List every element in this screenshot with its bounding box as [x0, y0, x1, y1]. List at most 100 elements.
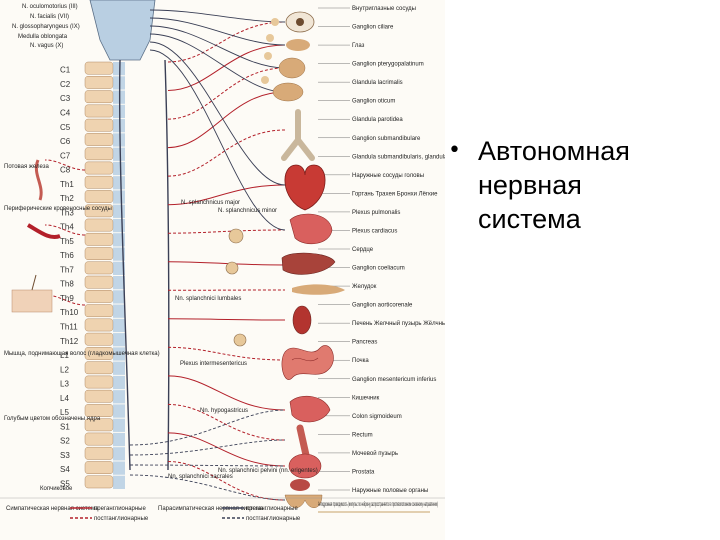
cord-segment-Th12	[113, 333, 125, 347]
brainstem-shape	[89, 0, 156, 61]
stomach-organ	[289, 213, 333, 245]
cord-segment-Th11	[113, 318, 125, 333]
nerve-fibers	[44, 7, 350, 501]
vertebra-C2	[84, 76, 114, 89]
label-medulla: Medulla oblongata	[18, 34, 68, 40]
symp-fiber-0	[167, 21, 286, 63]
label-pulmonalis: Plexus pulmonalis	[352, 210, 400, 216]
cord-segment-S3	[113, 447, 125, 461]
para-cranial-fiber-4	[149, 41, 286, 186]
label-splanchnic-minor: N. splanchnicus minor	[218, 208, 277, 214]
segment-label-C3: C3	[60, 94, 71, 103]
symp-fiber-10	[167, 346, 286, 361]
segment-label-C1: C1	[60, 66, 71, 75]
label-mesentericum: Ganglion mesentericum inferius	[352, 377, 436, 383]
label-hair-muscle: Мышца, поднимающая волос (гладкомышечная…	[4, 351, 160, 357]
segment-label-C5: C5	[60, 123, 71, 132]
para-cranial-fiber-5	[149, 49, 286, 231]
label-splanchnic-pelvini: Nn. splanchnici pelvini (nn. erigentes)	[218, 468, 318, 474]
label-cardiacus: Plexus cardiacus	[352, 228, 397, 234]
symp-fiber-2	[167, 67, 286, 120]
pancreas-organ	[292, 284, 345, 295]
label-aorticorenale: Ganglion aorticorenale	[352, 303, 413, 309]
vertebra-S3	[84, 446, 114, 460]
label-pterygo: Ganglion pterygopalatinum	[352, 62, 424, 68]
ciliary-ganglion	[271, 18, 279, 26]
symp-fiber-13	[167, 432, 286, 467]
segment-label-C8: C8	[60, 166, 71, 175]
cord-segment-C4	[113, 104, 125, 119]
cord-segment-S2	[113, 432, 125, 447]
vertebra-Th8	[84, 275, 114, 289]
legend-para-pre: преганглионарные	[246, 506, 298, 512]
cord-segment-Th7	[113, 261, 125, 275]
label-bladder: Мочевой пузырь	[352, 450, 398, 457]
prostate-organ	[290, 479, 310, 491]
vertebra-C4	[84, 104, 114, 118]
autonomic-nervous-system-diagram: N. oculomotorius (III) N. facialis (VII)…	[0, 0, 445, 522]
para-sacral-fiber-0	[129, 409, 286, 446]
para-sacral-fiber-1	[129, 439, 286, 456]
label-prostata: Prostata	[352, 469, 375, 475]
vertebra-C6	[84, 133, 114, 146]
segment-label-L2: L2	[60, 365, 69, 374]
vertebra-Th10	[84, 304, 114, 318]
label-liver: Печень Желчный пузырь Жёлчные протоки	[352, 320, 445, 327]
legend: Симпатическая нервная система преганглио…	[0, 497, 445, 522]
segment-label-Th6: Th6	[60, 251, 74, 260]
hair-shaft	[31, 274, 37, 291]
otic-ganglion	[264, 52, 272, 60]
label-larynx: Гортань Трахея Бронхи Лёгкие	[352, 191, 438, 197]
label-vagus: N. vagus (X)	[30, 43, 63, 49]
segment-label-S5: S5	[60, 479, 70, 488]
label-colon: Colon sigmoideum	[352, 414, 402, 420]
segment-labels: C1C2C3C4C5C6C7C8Th1Th2Th3Th4Th5Th6Th7Th8…	[60, 66, 79, 489]
label-splanchnic-major: N. splanchnicus major	[181, 200, 240, 206]
vertebra-Th7	[84, 261, 114, 275]
label-heart: Сердце	[352, 247, 374, 253]
segment-label-Th5: Th5	[60, 237, 74, 246]
vertebra-L5	[84, 404, 114, 417]
segment-label-Th4: Th4	[60, 223, 74, 232]
cord-segment-L2	[113, 361, 125, 375]
segment-label-S2: S2	[60, 437, 70, 446]
sweat-gland-organ	[34, 159, 43, 201]
segment-label-Th1: Th1	[60, 180, 74, 189]
label-oticum: Ganglion oticum	[352, 99, 395, 105]
cord-segment-Th2	[113, 190, 125, 204]
symp-fiber-4	[167, 129, 286, 177]
intestine-organ	[281, 345, 334, 380]
skin-fiber-1	[44, 224, 86, 236]
bladder-organ	[288, 453, 322, 479]
cord-segment-Th8	[113, 276, 125, 290]
vertebra-Th2	[84, 190, 114, 203]
label-splanchnic-lumbales: Nn. splanchnici lumbales	[175, 296, 241, 302]
left-labels: N. oculomotorius (III) N. facialis (VII)…	[4, 4, 160, 492]
segment-label-L5: L5	[60, 408, 69, 417]
cord-segment-Th10	[113, 304, 125, 318]
symp-fiber-7	[167, 261, 286, 266]
vertebra-S4	[84, 461, 114, 474]
peripheral-vessel-organ	[26, 223, 61, 239]
eye-pupil	[296, 18, 304, 26]
label-intestine: Кишечник	[352, 395, 380, 401]
vertebra-L2	[84, 361, 114, 375]
bullet-item: • Автономная нервная система	[448, 134, 708, 236]
para-cranial-fiber-2	[149, 25, 286, 69]
segment-label-Th9: Th9	[60, 294, 74, 303]
cord-segment-C1	[113, 62, 125, 76]
label-eye: Глаз	[352, 43, 365, 49]
label-sweat-gland: Потовая железа	[4, 164, 50, 170]
para-cranial-fiber-3	[149, 33, 286, 93]
vertebra-Th4	[84, 218, 114, 232]
coeliac-ganglion	[228, 228, 244, 244]
label-glossopharyngeus: N. glossopharyngeus (IX)	[12, 24, 80, 30]
legend-symp-title: Симпатическая нервная система	[6, 506, 99, 512]
cord-segment-L5	[113, 404, 125, 418]
cord-segment-L1	[113, 347, 125, 361]
label-hypogastricus: Nn. hypogastricus	[200, 408, 248, 414]
trachea-organ	[281, 109, 315, 161]
vertebra-C7	[84, 147, 114, 161]
label-genital: Наружные половые органы	[352, 488, 428, 494]
